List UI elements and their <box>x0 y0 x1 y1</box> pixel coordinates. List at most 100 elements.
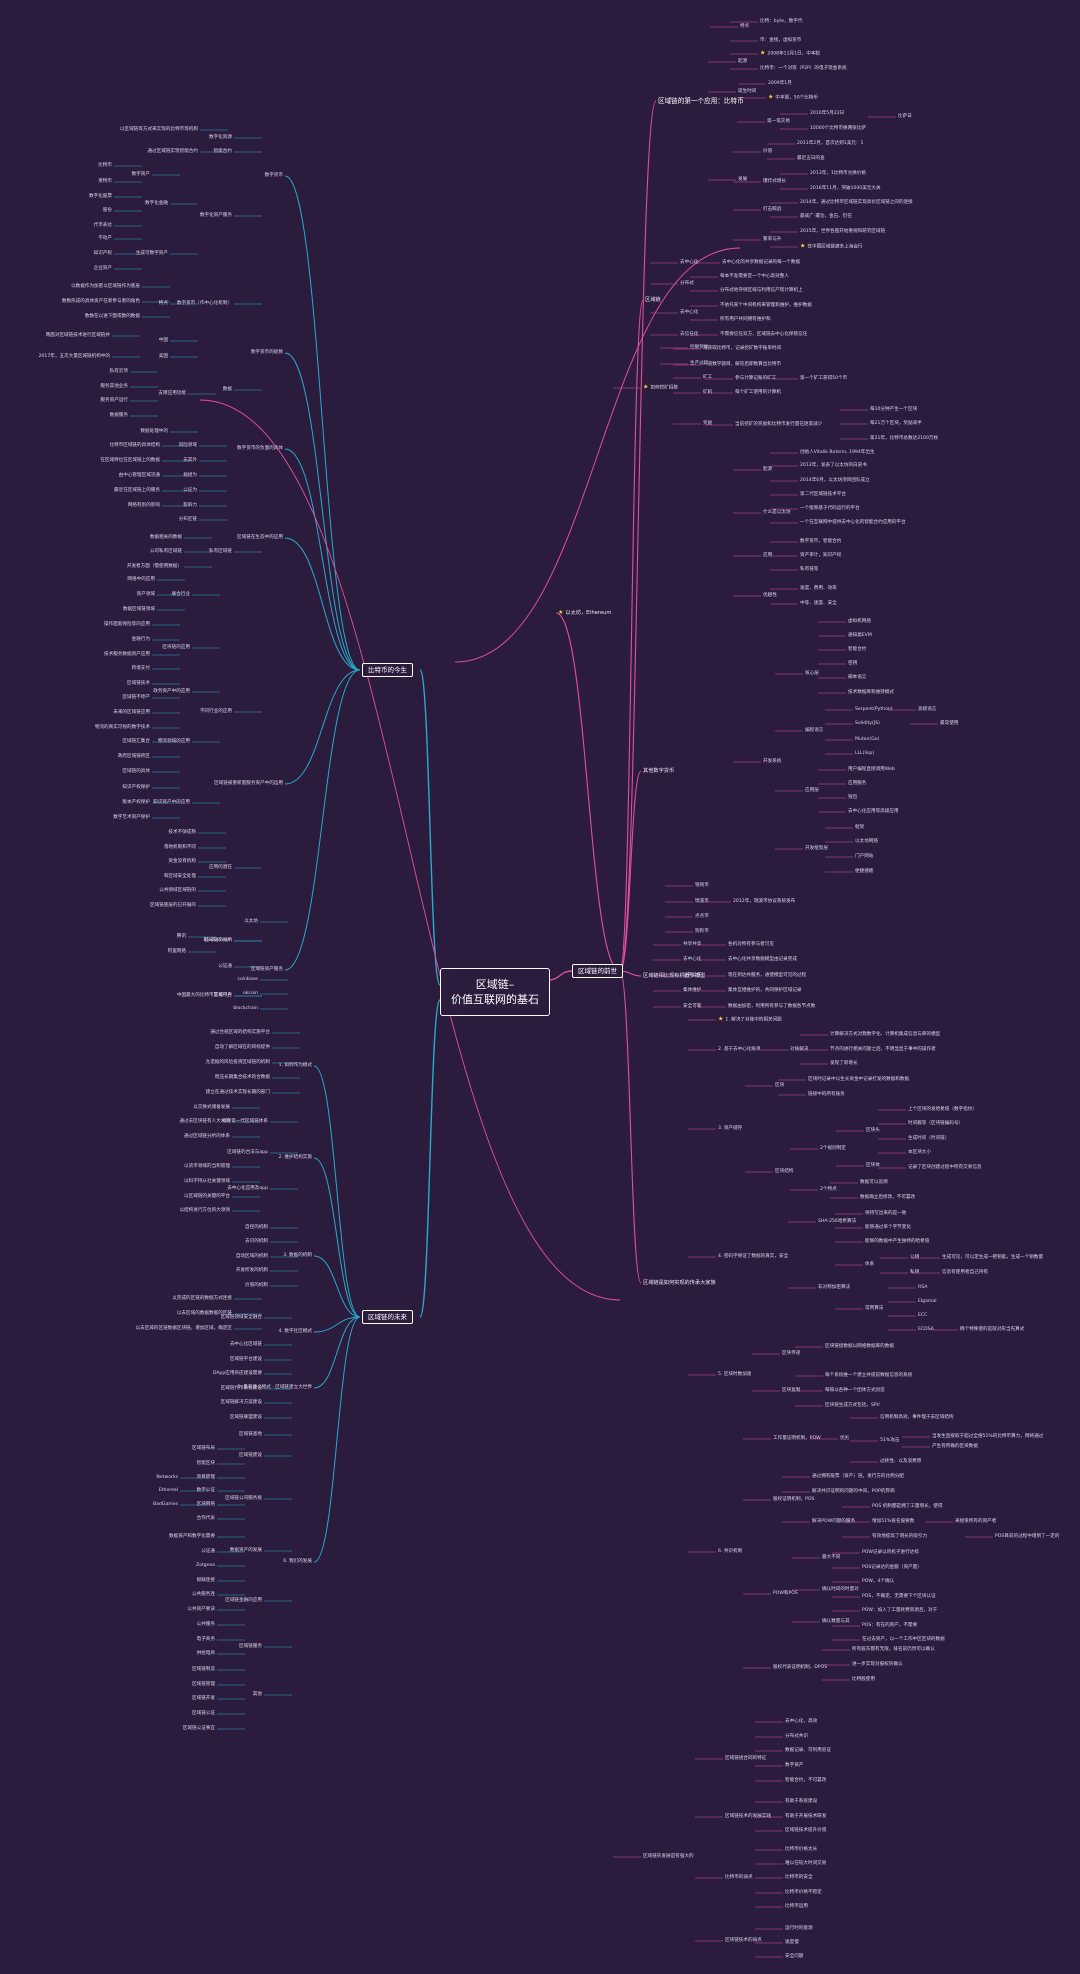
topic-node[interactable]: 通过合规区域的结构实施平台 <box>210 1030 270 1036</box>
topic-node[interactable]: POW：如入了工量耗费资源且，对于 <box>862 1608 937 1614</box>
topic-node[interactable]: 2015年，世界各国开始重视和研究区域链 <box>800 229 885 235</box>
topic-node[interactable]: 股权证明机制，POS <box>773 1497 814 1503</box>
topic-node[interactable]: 数字资产 <box>132 172 150 178</box>
topic-node[interactable]: 2009年1月 <box>768 81 792 87</box>
topic-node[interactable]: 区域链被重新量服务资产中的运用 <box>214 781 283 787</box>
topic-node[interactable]: 知识产权保护 <box>122 785 150 791</box>
topic-node[interactable]: 去信任化 <box>680 332 698 338</box>
topic-node[interactable]: 编程语言 <box>805 728 823 734</box>
topic-node[interactable]: 去中心化 <box>680 260 698 266</box>
topic-node[interactable]: 不同行业的应用 <box>200 709 232 715</box>
topic-node[interactable]: 私有区域链 <box>209 549 232 555</box>
topic-node[interactable]: 最大不同 <box>822 1555 840 1561</box>
topic-node[interactable]: 爆炸式增长 <box>763 179 786 185</box>
topic-node[interactable]: 莱特币 <box>98 179 112 185</box>
topic-node[interactable]: 区域链相比现有机器多模型 <box>643 973 705 979</box>
topic-node[interactable]: 框架 <box>855 825 864 831</box>
topic-node[interactable]: 51%攻击 <box>880 1438 899 1444</box>
topic-node[interactable]: 什么是以太坊 <box>763 510 791 516</box>
topic-node[interactable]: 分布式地存储区域与利用信产现计算机上 <box>720 288 803 294</box>
topic-node[interactable]: 数数形成的具体资产在新参与者的角色 <box>62 299 140 305</box>
topic-node[interactable]: 常用算法 <box>865 1306 883 1312</box>
topic-node[interactable]: 密钥 <box>848 661 857 667</box>
topic-node[interactable]: 去中心化 <box>683 957 701 963</box>
topic-node[interactable]: 优越性 <box>763 593 777 599</box>
topic-node[interactable]: 数字货币（作中心化机制） <box>177 301 232 307</box>
topic-node[interactable]: 数据确立后修改，不可篡改 <box>860 1195 915 1201</box>
topic-node[interactable]: 中等、速度、安全 <box>800 601 837 607</box>
topic-node[interactable]: 去其外 <box>183 458 197 464</box>
topic-node[interactable]: 区块 <box>775 1083 784 1089</box>
topic-node[interactable]: 区域链代币系统建设 <box>221 1386 262 1392</box>
topic-node[interactable]: 2016年11月，突破1000美元大关 <box>810 186 881 192</box>
topic-node[interactable]: 去中心化的共享数据记录的每一个数据 <box>722 260 800 266</box>
topic-node[interactable]: 不依托某个中间机构来管理和维护，维护数据 <box>720 303 812 309</box>
topic-node[interactable]: 椭个特殊使的是就对形当先算式 <box>960 1327 1024 1333</box>
topic-node[interactable]: 2个规则制定 <box>820 1146 846 1152</box>
topic-node[interactable]: 3. 数据的机制 <box>283 1253 312 1259</box>
topic-node[interactable]: 去中心化区域链 <box>230 1342 262 1348</box>
topic-node[interactable]: 以太坊网络 <box>855 839 878 845</box>
topic-node[interactable]: 公共资产要诀 <box>187 1607 215 1613</box>
topic-node[interactable]: ★在中国区域链被多上海会行 <box>800 243 863 251</box>
topic-node[interactable]: 公共服务 <box>197 1622 215 1628</box>
topic-node[interactable]: 价值 <box>763 149 772 155</box>
topic-node[interactable]: 合作代表 <box>197 1516 215 1522</box>
topic-node[interactable]: 版本产权保护 <box>122 800 150 806</box>
topic-node[interactable]: 区域链不停产 <box>122 695 150 701</box>
topic-node[interactable]: 比特币：一个对等（P2P）的电子现金系统 <box>760 66 847 72</box>
topic-node[interactable]: 有助于开展技术研发 <box>785 1814 826 1820</box>
topic-node[interactable]: 和区域安全处理 <box>164 874 196 880</box>
topic-node[interactable]: 区域链服务 <box>239 1644 262 1650</box>
topic-node[interactable]: 区域链平台建设 <box>230 1357 262 1363</box>
topic-node[interactable]: 钱包 <box>848 795 857 801</box>
topic-node[interactable]: 两面对区域链技术进行区域链并 <box>46 333 110 339</box>
topic-node[interactable]: 允诺据的风险投资区域链的机制 <box>206 1060 270 1066</box>
topic-node[interactable]: 通过区域链实现智能合约 <box>147 149 198 155</box>
topic-node[interactable]: 数字艺术资产保护 <box>113 815 150 821</box>
topic-node[interactable]: 2017年，五次大量区域链机构中的 <box>39 354 110 360</box>
topic-node[interactable]: 比萨日 <box>898 114 912 120</box>
topic-node[interactable]: 物流领域的应用 <box>158 739 190 745</box>
topic-node[interactable]: ★如何挖矿招数 <box>643 384 678 392</box>
topic-node[interactable]: 区域链交易所 <box>204 938 232 944</box>
topic-node[interactable]: 政务资产中的应用 <box>153 689 190 695</box>
topic-node[interactable]: 比特币的弱点 <box>725 1875 753 1881</box>
topic-node[interactable]: 2010年5月22日 <box>810 111 844 117</box>
topic-node[interactable]: 区域链汇集合 <box>122 739 150 745</box>
topic-node[interactable]: 能够通过单个字节变化 <box>865 1225 911 1231</box>
topic-node[interactable]: 核心层 <box>805 671 819 677</box>
topic-node[interactable]: 区域链的具体 <box>122 769 150 775</box>
topic-node[interactable]: 腾讯 <box>177 934 186 940</box>
topic-node[interactable]: 挖掘奖励 <box>690 345 708 351</box>
topic-node[interactable]: 打击鲸战 <box>763 207 781 213</box>
topic-node[interactable]: 2013年，1比特币兑换价格 <box>810 171 866 177</box>
topic-node[interactable]: 钱钱币 <box>695 883 709 889</box>
topic-node[interactable]: 私有链等 <box>800 567 818 573</box>
topic-node[interactable]: 区块结构 <box>775 1169 793 1175</box>
topic-node[interactable]: 每个系统维一个建立并提前数据信息的系统 <box>825 1373 912 1379</box>
topic-node[interactable]: 信息有使用者自己持有 <box>942 1270 988 1276</box>
topic-node[interactable]: 去中心化共享数据模型由记录完成 <box>728 957 797 963</box>
topic-node[interactable]: 所有股东都有无限，排名前仍然可以确认 <box>852 1647 935 1653</box>
topic-node[interactable]: 项目管理 <box>197 1475 215 1481</box>
topic-node[interactable]: 区域链基地 <box>239 1432 262 1438</box>
branch-blockchain-past[interactable]: 区域链的前世 <box>572 964 623 978</box>
topic-node[interactable]: 比特币价格太长 <box>785 1847 817 1853</box>
topic-node[interactable]: 通知类EVM <box>848 633 872 639</box>
topic-node[interactable]: 区块复制 <box>782 1388 800 1394</box>
topic-node[interactable]: 区域链公证 <box>192 1711 215 1717</box>
topic-node[interactable]: 区域链资产服务 <box>251 967 283 973</box>
topic-node[interactable]: 公钥 <box>910 1255 919 1261</box>
topic-node[interactable]: 公证为 <box>183 488 197 494</box>
topic-node[interactable]: Networks <box>156 1475 178 1481</box>
topic-node[interactable]: 产生有所确的区块数据 <box>932 1444 978 1450</box>
topic-node[interactable]: POS目前的过程中增到了一定的 <box>995 1534 1059 1540</box>
topic-node[interactable]: 区域链是如何实现的传承大家族 <box>643 1280 716 1286</box>
topic-node[interactable]: 供给电商 <box>197 1651 215 1657</box>
topic-node[interactable]: 矿工 <box>703 375 712 381</box>
topic-node[interactable]: 通过去区块链有人大众的 <box>179 1119 230 1125</box>
topic-node[interactable]: 过耗性、以及浪费原 <box>880 1459 921 1465</box>
topic-node[interactable]: 区域链技术提升价值 <box>785 1828 826 1834</box>
topic-node[interactable]: 区域链制造 <box>192 1667 215 1673</box>
